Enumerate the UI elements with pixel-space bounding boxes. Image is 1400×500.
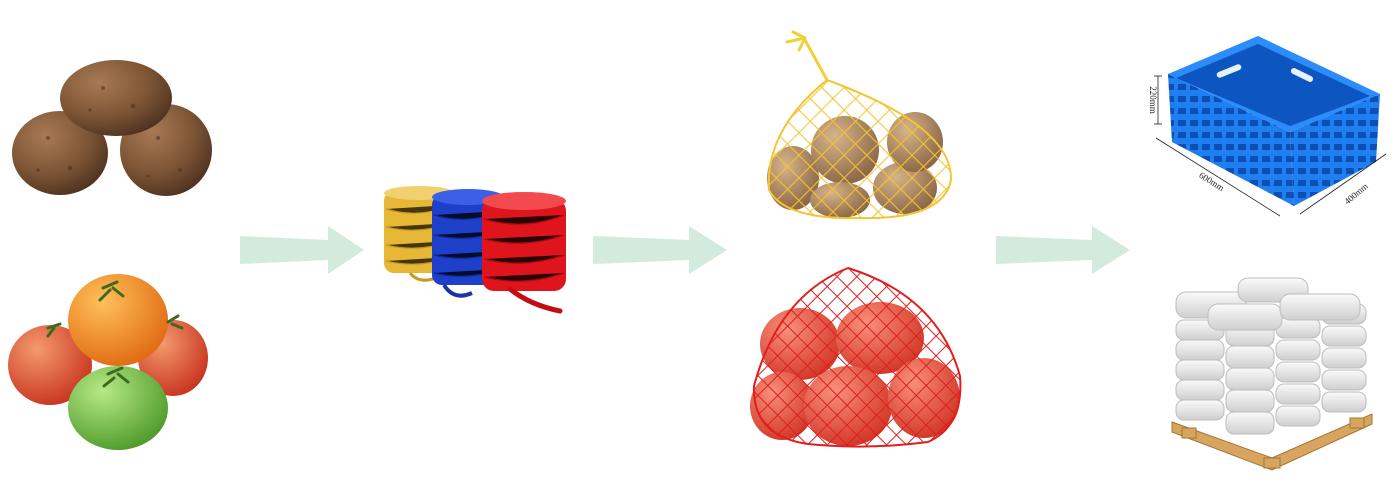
palletised-sacks-image [1168,272,1378,472]
twine-rolls-image [380,185,570,315]
flow-arrow-2 [593,226,727,274]
crate-height-label: 220mm [1148,86,1158,114]
potatoes-image [8,58,213,203]
crate-width-label: 400mm [1342,181,1370,206]
arrow-shape [593,226,727,274]
flow-arrow-1 [240,226,364,274]
arrow-shape [996,226,1130,274]
arrow-shape [240,226,364,274]
tomato-mesh-bag-image [748,266,966,448]
potato-mesh-bag-image [765,30,955,220]
red-twine-roll [482,192,566,314]
pallet [1171,413,1373,471]
flow-arrow-3 [996,226,1130,274]
plastic-crate-image: 220mm 600mm 400mm [1140,34,1392,234]
tomatoes-image [8,270,208,452]
